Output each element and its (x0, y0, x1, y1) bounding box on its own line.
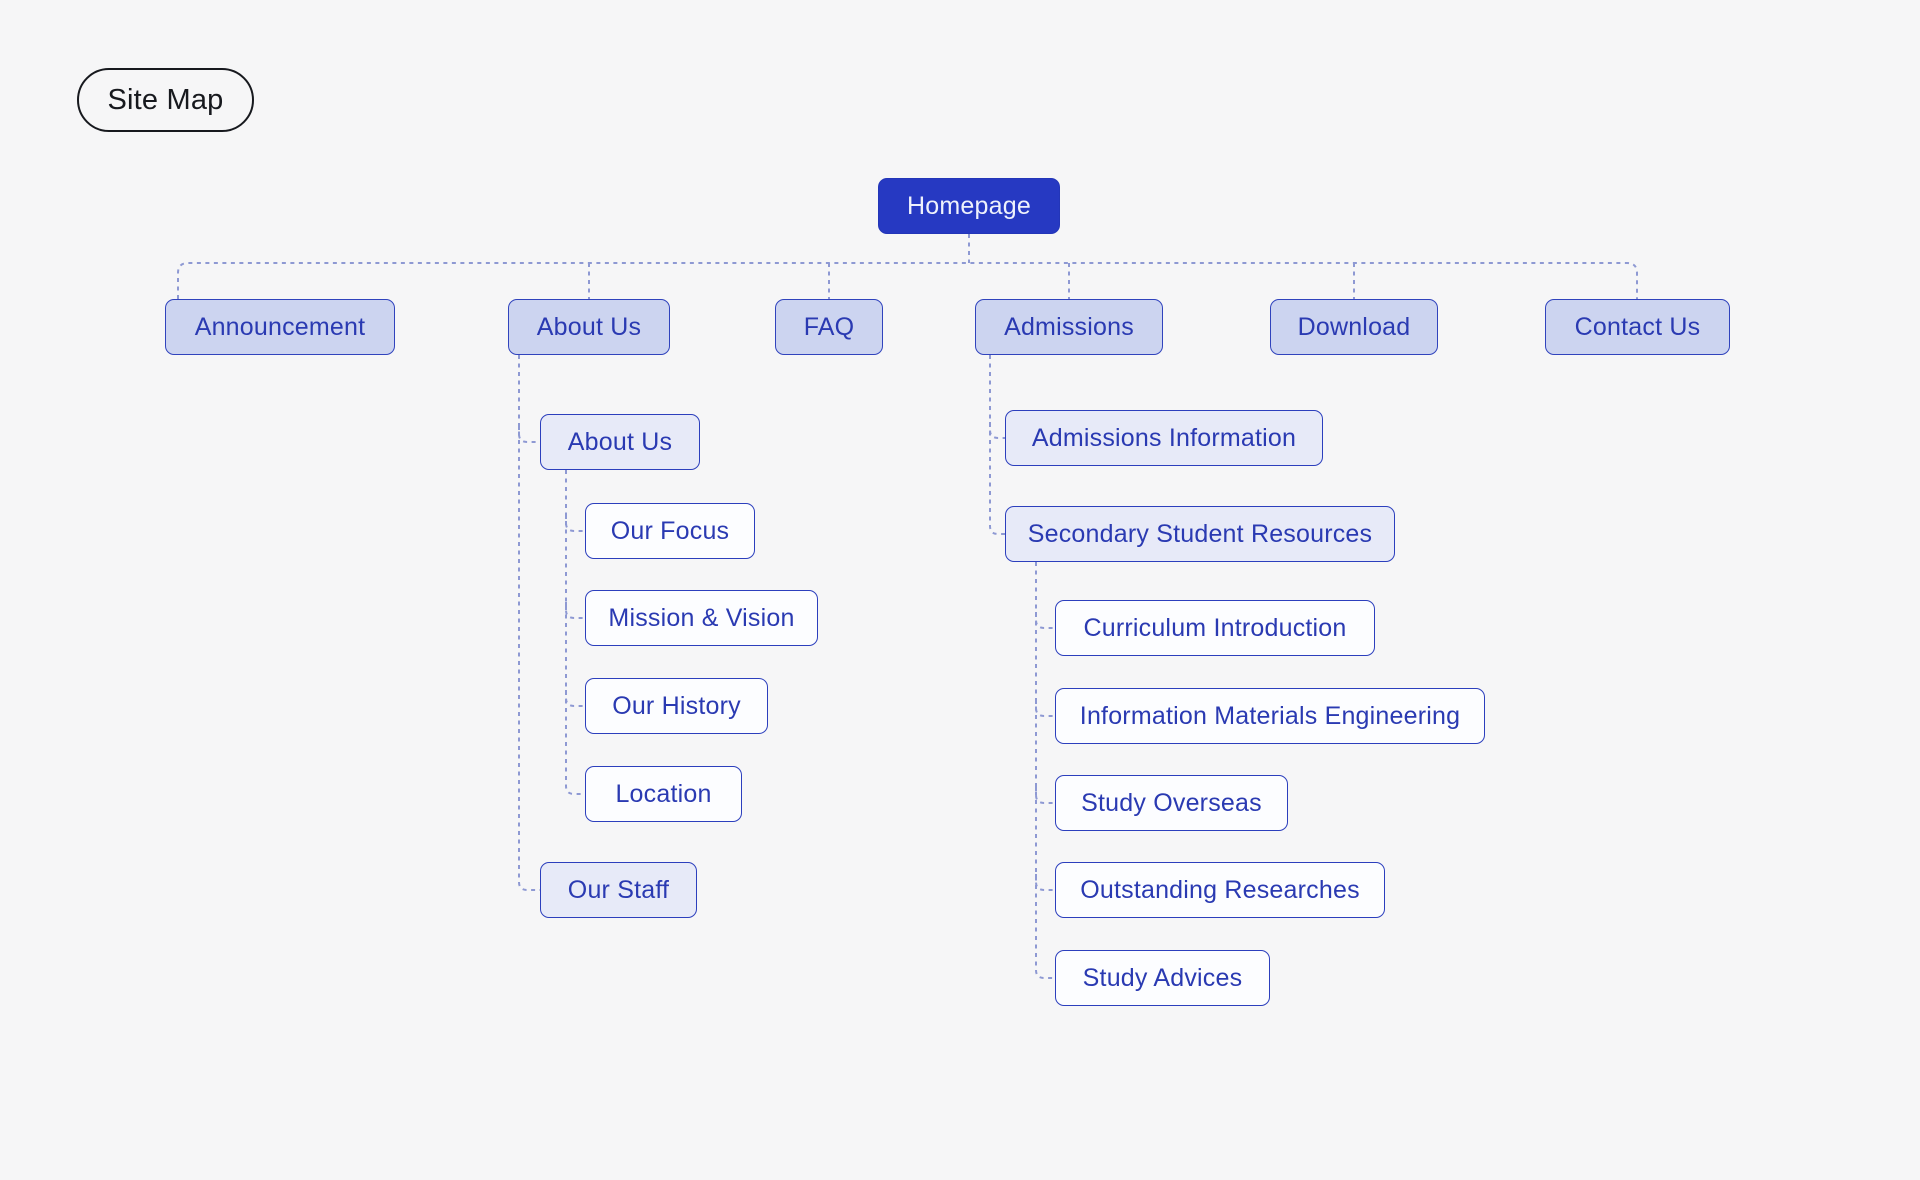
connector-branch-study-overseas (1035, 787, 1055, 804)
connector-branch-information-materials-engineering (1035, 700, 1055, 717)
node-location[interactable]: Location (585, 766, 742, 822)
node-mission-vision[interactable]: Mission & Vision (585, 590, 818, 646)
connector-branch-our-history (565, 690, 585, 707)
node-our-staff[interactable]: Our Staff (540, 862, 697, 918)
connector-aboutus-sub-spine (565, 470, 585, 795)
node-homepage[interactable]: Homepage (878, 178, 1060, 234)
connector-branch-curriculum-introduction (1035, 612, 1055, 629)
node-curriculum-introduction[interactable]: Curriculum Introduction (1055, 600, 1375, 656)
node-admissions[interactable]: Admissions (975, 299, 1163, 355)
node-our-focus[interactable]: Our Focus (585, 503, 755, 559)
node-secondary-student-resources[interactable]: Secondary Student Resources (1005, 506, 1395, 562)
node-about-us[interactable]: About Us (508, 299, 670, 355)
node-contact-us[interactable]: Contact Us (1545, 299, 1730, 355)
connector-secondary-spine (1035, 562, 1055, 979)
sitemap-badge: Site Map (77, 68, 254, 132)
connector-branch-our-focus (565, 515, 585, 532)
node-information-materials-engineering[interactable]: Information Materials Engineering (1055, 688, 1485, 744)
connector-aboutus-branch-aboutus-sub (518, 426, 540, 443)
connector-aboutus-spine (518, 355, 540, 891)
node-announcement[interactable]: Announcement (165, 299, 395, 355)
connector-trunk (177, 262, 1638, 299)
node-download[interactable]: Download (1270, 299, 1438, 355)
node-admissions-information[interactable]: Admissions Information (1005, 410, 1323, 466)
node-about-us-sub[interactable]: About Us (540, 414, 700, 470)
connector-branch-mission-vision (565, 602, 585, 619)
node-outstanding-researches[interactable]: Outstanding Researches (1055, 862, 1385, 918)
node-study-overseas[interactable]: Study Overseas (1055, 775, 1288, 831)
connector-branch-outstanding-researches (1035, 874, 1055, 891)
node-faq[interactable]: FAQ (775, 299, 883, 355)
connector-admissions-spine (989, 355, 1005, 535)
sitemap-badge-label: Site Map (107, 83, 224, 116)
node-study-advices[interactable]: Study Advices (1055, 950, 1270, 1006)
node-our-history[interactable]: Our History (585, 678, 768, 734)
connector-branch-admissions-information (989, 422, 1005, 439)
